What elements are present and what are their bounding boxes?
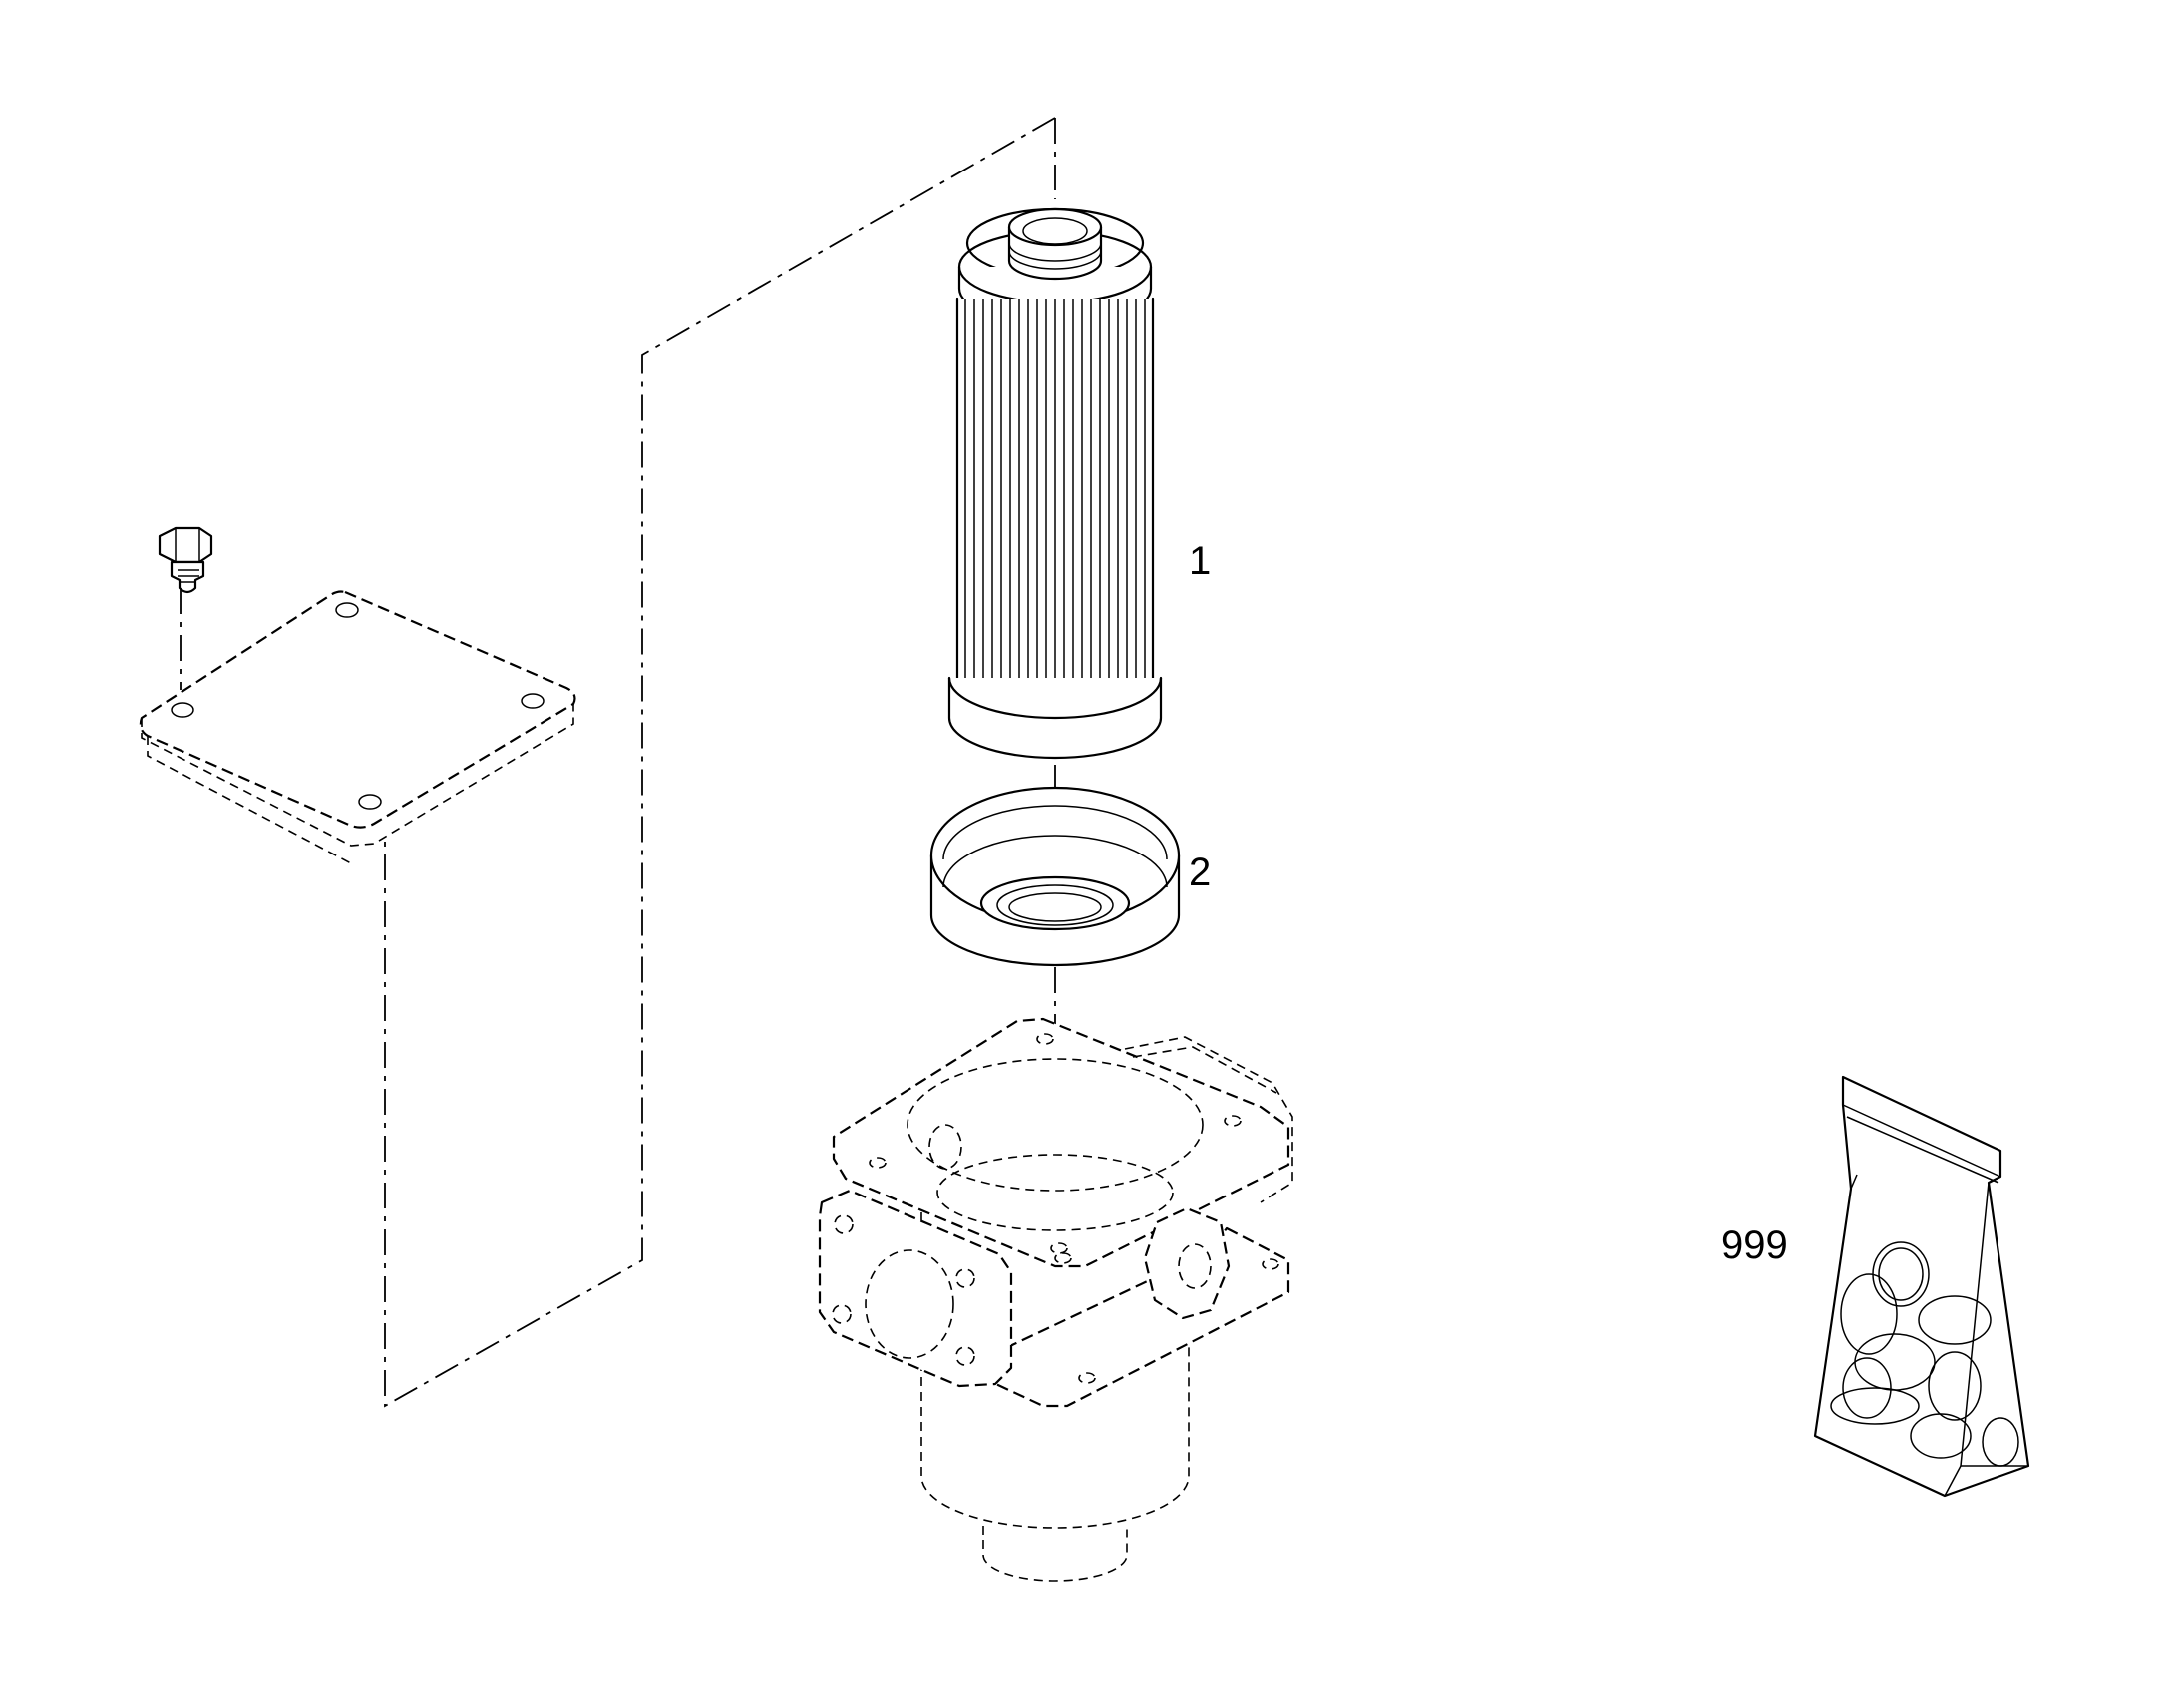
seal-kit-bag xyxy=(1813,1075,2030,1498)
callout-2-label: 2 xyxy=(1189,851,1211,894)
callout-1-label: 1 xyxy=(1189,539,1211,583)
filter-bowl xyxy=(929,786,1181,967)
filter-housing xyxy=(818,1017,1293,1582)
callout-999-label: 999 xyxy=(1721,1223,1788,1267)
cover-plate xyxy=(139,590,576,864)
cover-bolt xyxy=(158,526,213,594)
filter-element xyxy=(947,207,1163,760)
